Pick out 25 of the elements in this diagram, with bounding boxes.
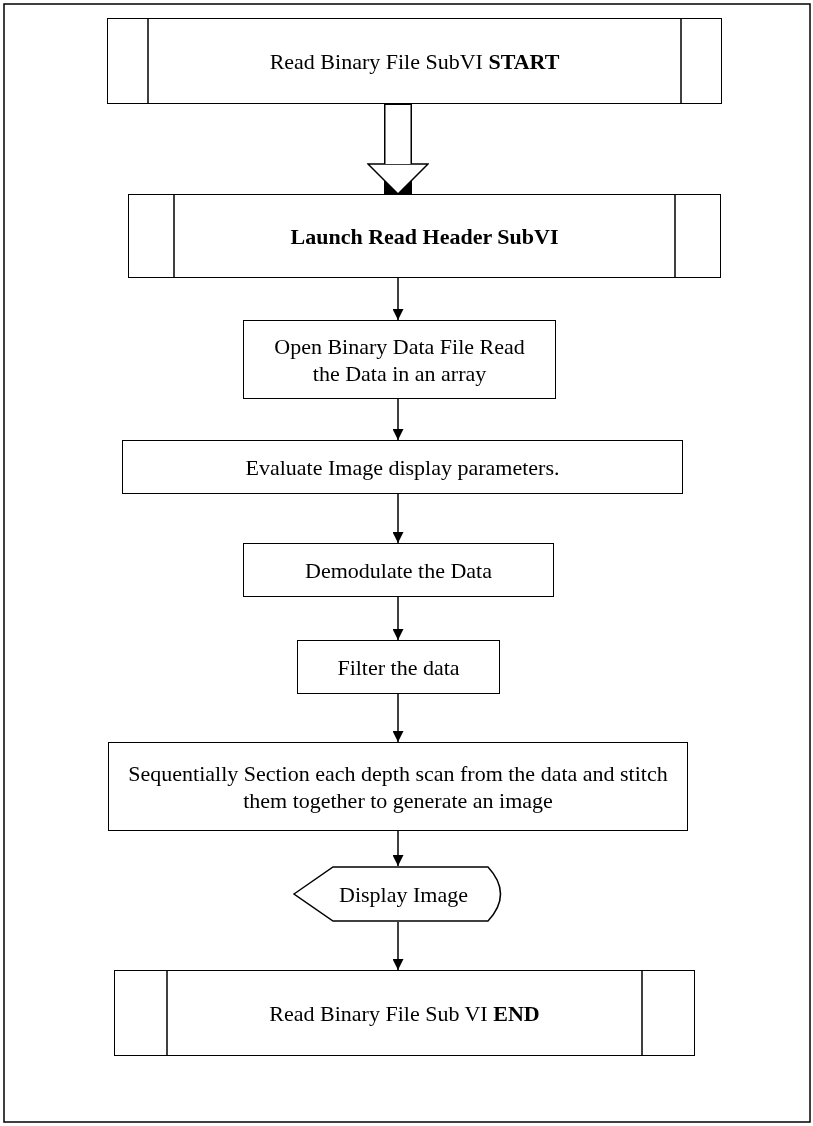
node-text: Read Binary File Sub VI END xyxy=(269,999,540,1027)
node-text: Read Binary File SubVI START xyxy=(269,47,560,75)
node-text: Launch Read Header SubVI xyxy=(290,222,559,250)
process-box xyxy=(122,440,683,494)
predefined-process-box xyxy=(114,970,695,1056)
process-box xyxy=(243,543,554,597)
node-text: Evaluate Image display parameters. xyxy=(245,453,560,481)
arrow xyxy=(392,693,404,743)
process-box xyxy=(297,640,500,694)
node-text: Open Binary Data File Read the Data in an array xyxy=(273,332,526,387)
process-box xyxy=(243,320,556,399)
arrow xyxy=(392,921,404,971)
arrow xyxy=(392,493,404,544)
arrow xyxy=(392,596,404,641)
process-box xyxy=(108,742,688,831)
predefined-process-box xyxy=(128,194,721,278)
arrow xyxy=(392,398,404,441)
node-text: Demodulate the Data xyxy=(305,556,492,584)
arrow xyxy=(392,830,404,867)
node-text: Sequentially Section each depth scan from the data and stitch them together to generate an image xyxy=(127,759,669,814)
node-text: Filter the data xyxy=(337,653,460,681)
arrow xyxy=(367,104,429,195)
arrow xyxy=(392,277,404,321)
node-text: Display Image xyxy=(339,880,468,908)
predefined-process-box xyxy=(107,18,722,104)
